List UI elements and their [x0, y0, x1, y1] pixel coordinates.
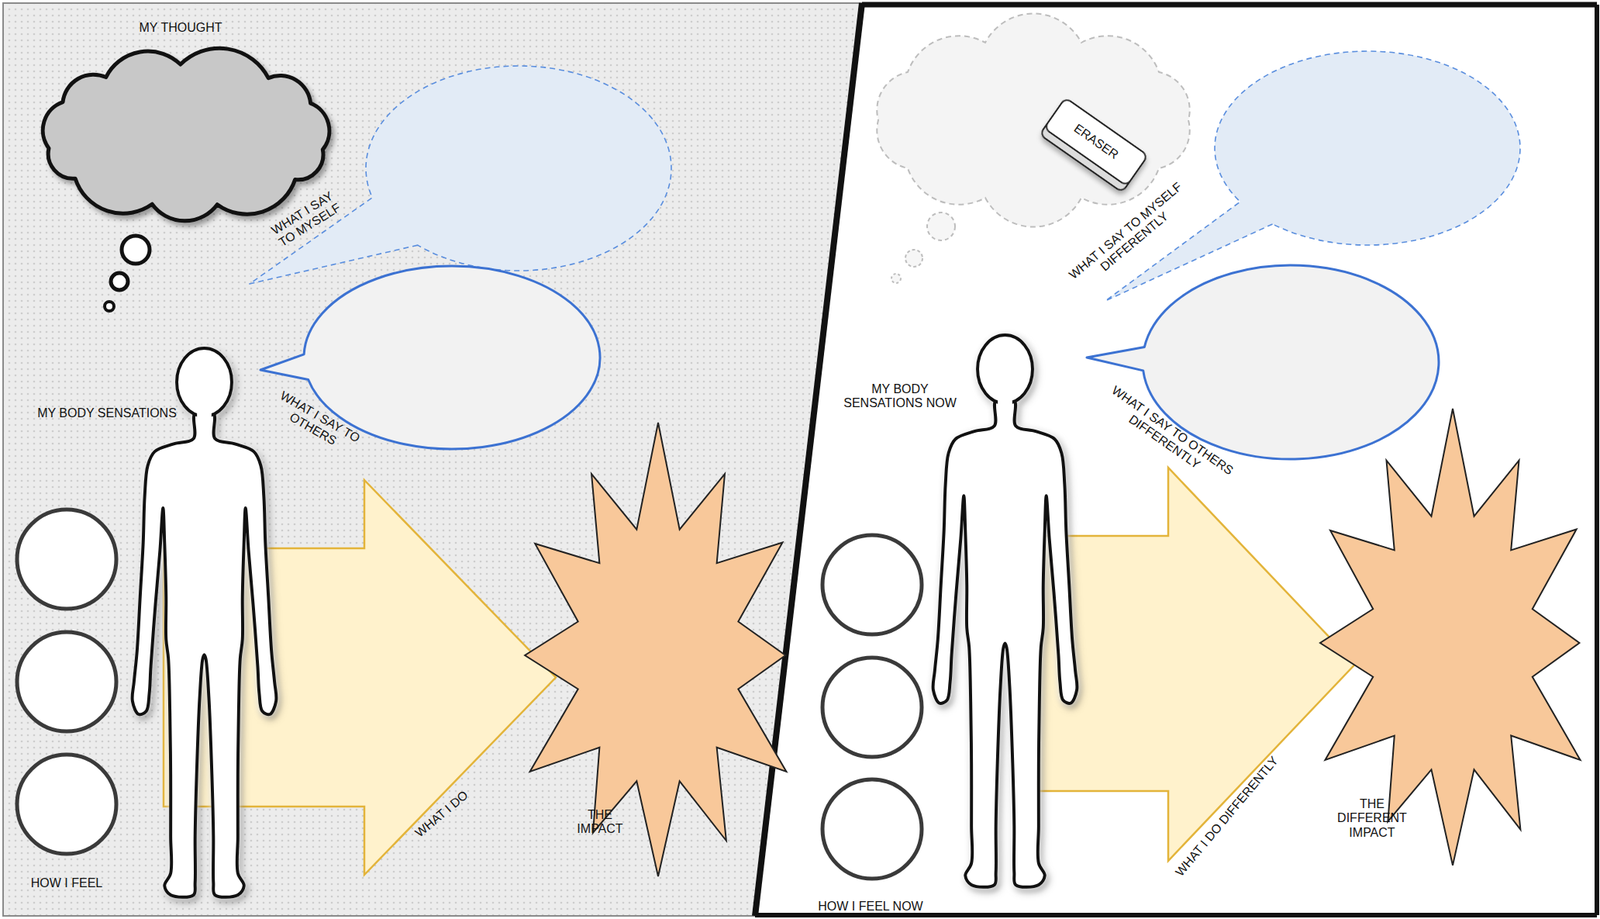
bubble-outline — [1105, 51, 1521, 301]
body-figure: MY BODY SENSATIONS — [127, 341, 281, 898]
panel-divider — [755, 3, 863, 916]
bubble-outline — [249, 65, 672, 284]
body-figure: MY BODY SENSATIONS NOW — [928, 328, 1082, 888]
panel-border — [1594, 4, 1600, 915]
thought-dot — [104, 301, 114, 311]
speech-bubble: WHAT I SAY TO MYSELF DIFFERENTLY — [1105, 51, 1521, 301]
feeling-label: HOW I FEEL NOW — [817, 899, 923, 914]
shape-label: THE IMPACT — [572, 807, 628, 837]
shape-label: THE DIFFERENT IMPACT — [1335, 796, 1410, 840]
impact-starburst-shape — [510, 422, 807, 888]
speech-bubble-shape — [249, 65, 672, 284]
after-panel — [755, 4, 1597, 915]
feeling-circle — [17, 631, 117, 732]
thought-cloud: MY THOUGHT — [20, 41, 352, 230]
shape-label: MY BODY SENSATIONS NOW — [840, 382, 961, 411]
erased-cloud — [876, 13, 1190, 227]
arrow-outline — [163, 479, 556, 875]
starburst-outline — [1320, 408, 1581, 866]
impact-starburst: THE IMPACT — [510, 422, 807, 888]
thought-dot — [927, 212, 956, 241]
figure-neck — [196, 406, 212, 420]
figure-head — [977, 334, 1033, 404]
arrow-outline — [1020, 467, 1356, 861]
impact-starburst: THE DIFFERENT IMPACT — [1305, 408, 1600, 877]
shape-label: MY BODY SENSATIONS — [37, 406, 177, 421]
thought-dot — [121, 235, 150, 264]
feeling-label: HOW I FEEL — [31, 875, 103, 890]
panel-border — [862, 2, 1597, 8]
figure-neck — [997, 393, 1013, 407]
feeling-circle — [17, 509, 117, 609]
feeling-circle — [17, 754, 117, 854]
body-figure-shape — [928, 328, 1082, 888]
starburst-outline — [524, 422, 787, 876]
thought-dot — [110, 272, 128, 290]
panel-border — [755, 912, 1597, 918]
before-panel — [3, 3, 863, 916]
speech-bubble: WHAT I SAY TO OTHERS — [260, 265, 600, 449]
feeling-circle — [822, 779, 922, 879]
speech-bubble: WHAT I SAY TO OTHERS DIFFERENTLY — [1086, 265, 1439, 459]
cloud-outline — [42, 48, 330, 221]
speech-bubble-shape — [1105, 51, 1521, 301]
feeling-circle — [822, 534, 922, 635]
thought-cloud-shape — [20, 41, 352, 230]
body-figure-shape — [127, 341, 281, 898]
eraser-top — [1044, 97, 1149, 187]
feeling-circle — [822, 657, 922, 757]
shape-label: MY THOUGHT — [139, 20, 223, 35]
thought-dot — [905, 249, 923, 267]
thought-dot — [891, 273, 901, 283]
impact-starburst-shape — [1305, 408, 1600, 877]
figure-head — [176, 348, 232, 417]
speech-bubble: WHAT I SAY TO MYSELF — [249, 65, 672, 284]
